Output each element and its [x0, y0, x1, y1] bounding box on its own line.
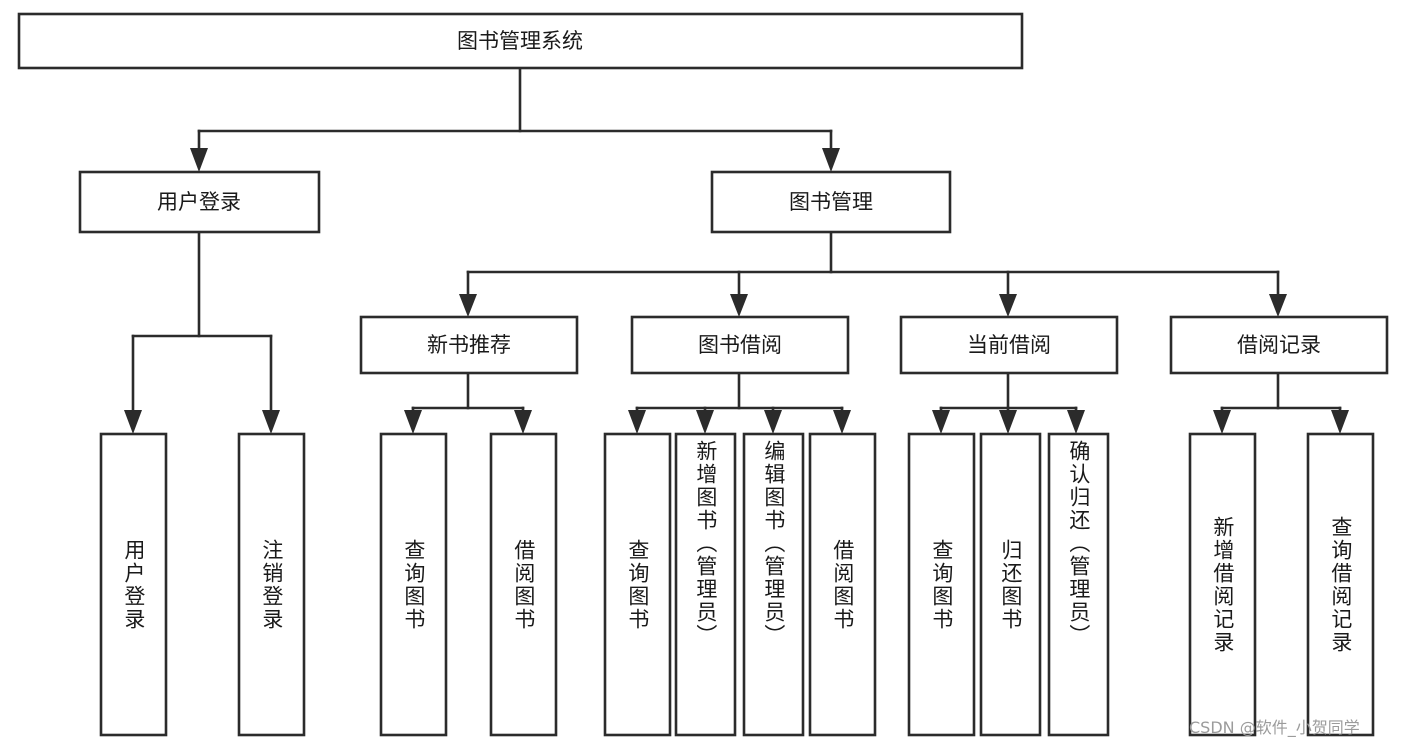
arrow-head-leaf-confirm-return: [1067, 410, 1085, 434]
node-box-leaf-borrow-book-2[interactable]: [808, 432, 877, 737]
arrow-head-leaf-query-book-2: [628, 410, 646, 434]
node-box-leaf-return-book[interactable]: [979, 432, 1042, 737]
arrow-head-current-borrow: [999, 294, 1017, 317]
node-box-book-borrow[interactable]: [630, 315, 850, 375]
node-box-new-book-rec[interactable]: [359, 315, 579, 375]
node-box-leaf-borrow-book-1[interactable]: [489, 432, 558, 737]
arrow-head-new-book-rec: [459, 294, 477, 317]
node-box-leaf-edit-book[interactable]: [742, 432, 805, 737]
node-box-user-login[interactable]: [78, 170, 321, 234]
arrow-head-leaf-add-record: [1213, 410, 1231, 434]
node-label-book-borrow: 图书借阅: [698, 333, 782, 357]
node-label-user-login: 用户登录: [157, 190, 241, 214]
arrow-head-leaf-return-book: [999, 410, 1017, 434]
node-box-borrow-record[interactable]: [1169, 315, 1389, 375]
nodes-layer: 图书管理系统 用户登录 图书管理 新书推荐 图书借阅 当前借阅 借阅记录: [17, 12, 1389, 737]
node-label-borrow-record: 借阅记录: [1237, 333, 1321, 357]
node-box-leaf-user-login[interactable]: [99, 432, 168, 737]
node-box-leaf-logout[interactable]: [237, 432, 306, 737]
arrow-head-leaf-borrow-book-2: [833, 410, 851, 434]
node-box-leaf-query-book-2[interactable]: [603, 432, 672, 737]
arrow-head-user-login: [190, 148, 208, 172]
arrow-head-leaf-edit-book: [764, 410, 782, 434]
node-box-leaf-confirm-return[interactable]: [1047, 432, 1110, 737]
node-label-current-borrow: 当前借阅: [967, 333, 1051, 357]
node-label-root: 图书管理系统: [457, 29, 583, 53]
node-box-current-borrow[interactable]: [899, 315, 1119, 375]
arrow-head-leaf-user-login: [124, 410, 142, 434]
node-box-leaf-add-book[interactable]: [674, 432, 737, 737]
arrow-head-leaf-query-book-1: [404, 410, 422, 434]
arrow-head-book-borrow: [730, 294, 748, 317]
arrow-head-borrow-record: [1269, 294, 1287, 317]
node-box-root[interactable]: [17, 12, 1024, 70]
csdn-watermark: CSDN @软件_小贺同学: [1189, 718, 1360, 737]
node-box-leaf-add-record[interactable]: [1188, 432, 1257, 737]
arrow-head-leaf-add-book: [696, 410, 714, 434]
arrow-head-book-manage: [822, 148, 840, 172]
edges-layer: [124, 66, 1349, 434]
arrow-head-leaf-logout: [262, 410, 280, 434]
node-box-book-manage[interactable]: [710, 170, 952, 234]
arrow-head-leaf-query-book-3: [932, 410, 950, 434]
node-label-book-manage: 图书管理: [789, 190, 873, 214]
node-box-leaf-query-book-3[interactable]: [907, 432, 976, 737]
node-label-new-book-rec: 新书推荐: [427, 333, 511, 357]
node-box-leaf-query-record[interactable]: [1306, 432, 1375, 737]
node-box-leaf-query-book-1[interactable]: [379, 432, 448, 737]
arrow-head-leaf-borrow-book-1: [514, 410, 532, 434]
arrow-head-leaf-query-record: [1331, 410, 1349, 434]
